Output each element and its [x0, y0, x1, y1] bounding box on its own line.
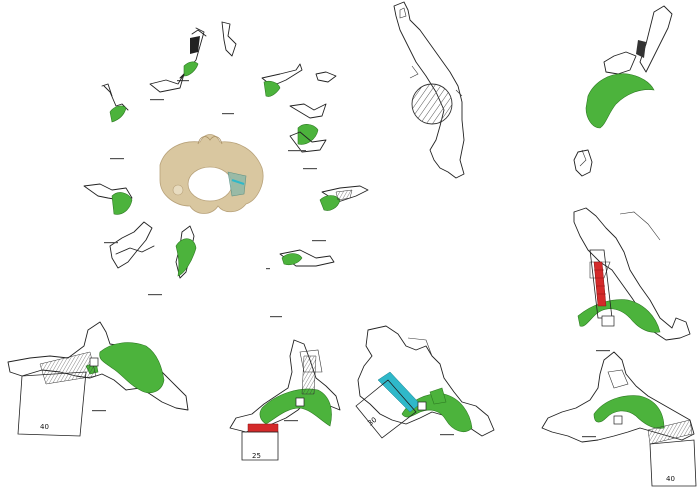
vertebra-3d-model [159, 134, 264, 214]
section-top-left [101, 73, 234, 123]
section-bottom-right [266, 240, 335, 318]
dimension-label: 30 [366, 416, 378, 428]
dimension-label: 40 [666, 475, 675, 483]
red-screw-trajectory-panel [573, 207, 691, 352]
radial-sections-panel [83, 21, 369, 318]
red-screw-short-icon [247, 423, 279, 433]
red-screw-icon [593, 261, 607, 307]
dimension-label: 40 [40, 423, 49, 431]
bottom-panel-4: 40 [541, 351, 697, 487]
section-right [319, 185, 369, 211]
dimension-label: 25 [252, 452, 261, 460]
hatched-screw-cross-section [411, 83, 453, 125]
bottom-panel-2: 25 [229, 339, 341, 461]
section-bottom-mid [148, 225, 197, 296]
lamina-outline-hatched [393, 1, 465, 179]
section-bottom-left [104, 221, 155, 269]
section-left [83, 158, 133, 215]
lamina-profile-top-right [573, 5, 673, 177]
section-top-right [261, 63, 337, 170]
bottom-panel-1: 40 [7, 321, 189, 437]
section-top [177, 21, 237, 82]
bottom-panel-3: 30 [355, 325, 495, 439]
